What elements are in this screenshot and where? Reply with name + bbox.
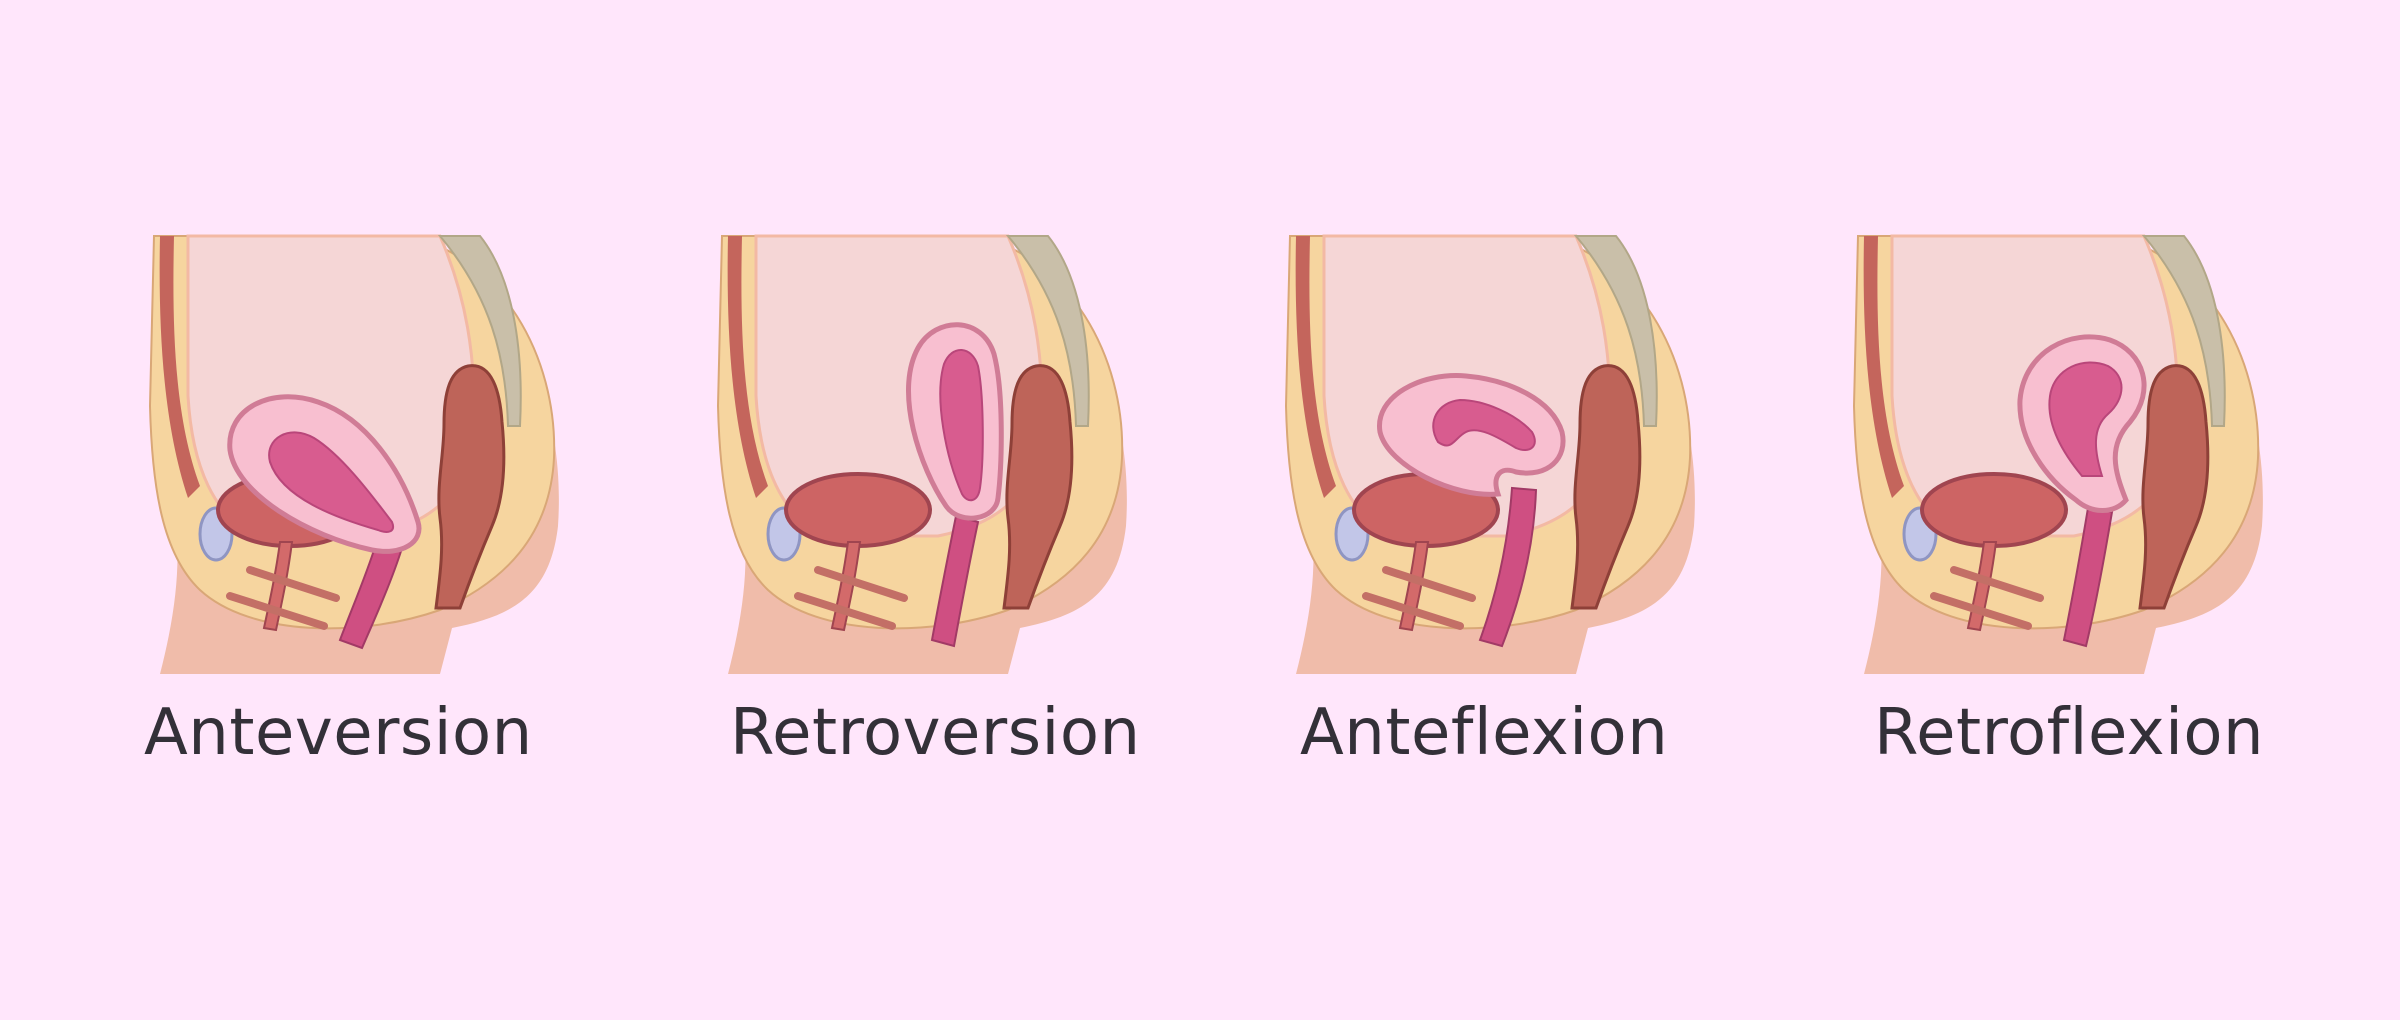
uterine-cavity (939, 349, 984, 502)
abdominal-muscle (1295, 236, 1336, 498)
pelvis-cross-section-icon (716, 234, 1127, 674)
uterus-icon (1377, 373, 1566, 497)
spine-icon (437, 235, 522, 427)
uterine-cavity (2048, 361, 2123, 477)
abdominal-muscle (727, 236, 768, 498)
abdominal-muscle (1863, 236, 1904, 498)
rectum-icon (1570, 364, 1642, 610)
perineal-muscles (1362, 566, 1476, 630)
bladder-icon (784, 472, 932, 548)
uterine-cavity (1432, 398, 1536, 451)
bladder-icon (1920, 472, 2068, 548)
rectum-icon (2138, 364, 2210, 610)
spine-icon (2141, 235, 2226, 427)
panel-label: Anteflexion (1300, 696, 1669, 770)
panel-label: Retroversion (730, 696, 1141, 770)
panel-anteflexion: Anteflexion (1276, 234, 1716, 770)
uterine-cavity (268, 431, 394, 533)
perineal-muscles (1930, 566, 2044, 630)
spine-icon (1005, 235, 1090, 427)
pelvis-cross-section-icon (1852, 234, 2263, 674)
vagina (1478, 486, 1538, 648)
panel-anteversion: Anteversion (140, 234, 580, 770)
panel-label: Retroflexion (1874, 696, 2265, 770)
perineal-muscles (226, 566, 340, 630)
pelvis-cross-section-icon (1284, 234, 1695, 674)
rectum-icon (1002, 364, 1074, 610)
rectum-icon (434, 364, 506, 610)
perineal-muscles (794, 566, 908, 630)
vagina (2062, 506, 2114, 648)
spine-icon (1573, 235, 1658, 427)
panel-retroversion: Retroversion (708, 234, 1148, 770)
abdominal-muscle (159, 236, 200, 498)
vagina (338, 542, 404, 650)
panel-retroflexion: Retroflexion (1844, 234, 2284, 770)
panel-label: Anteversion (144, 696, 533, 770)
pelvis-cross-section-icon (148, 234, 559, 674)
vagina (930, 514, 980, 648)
